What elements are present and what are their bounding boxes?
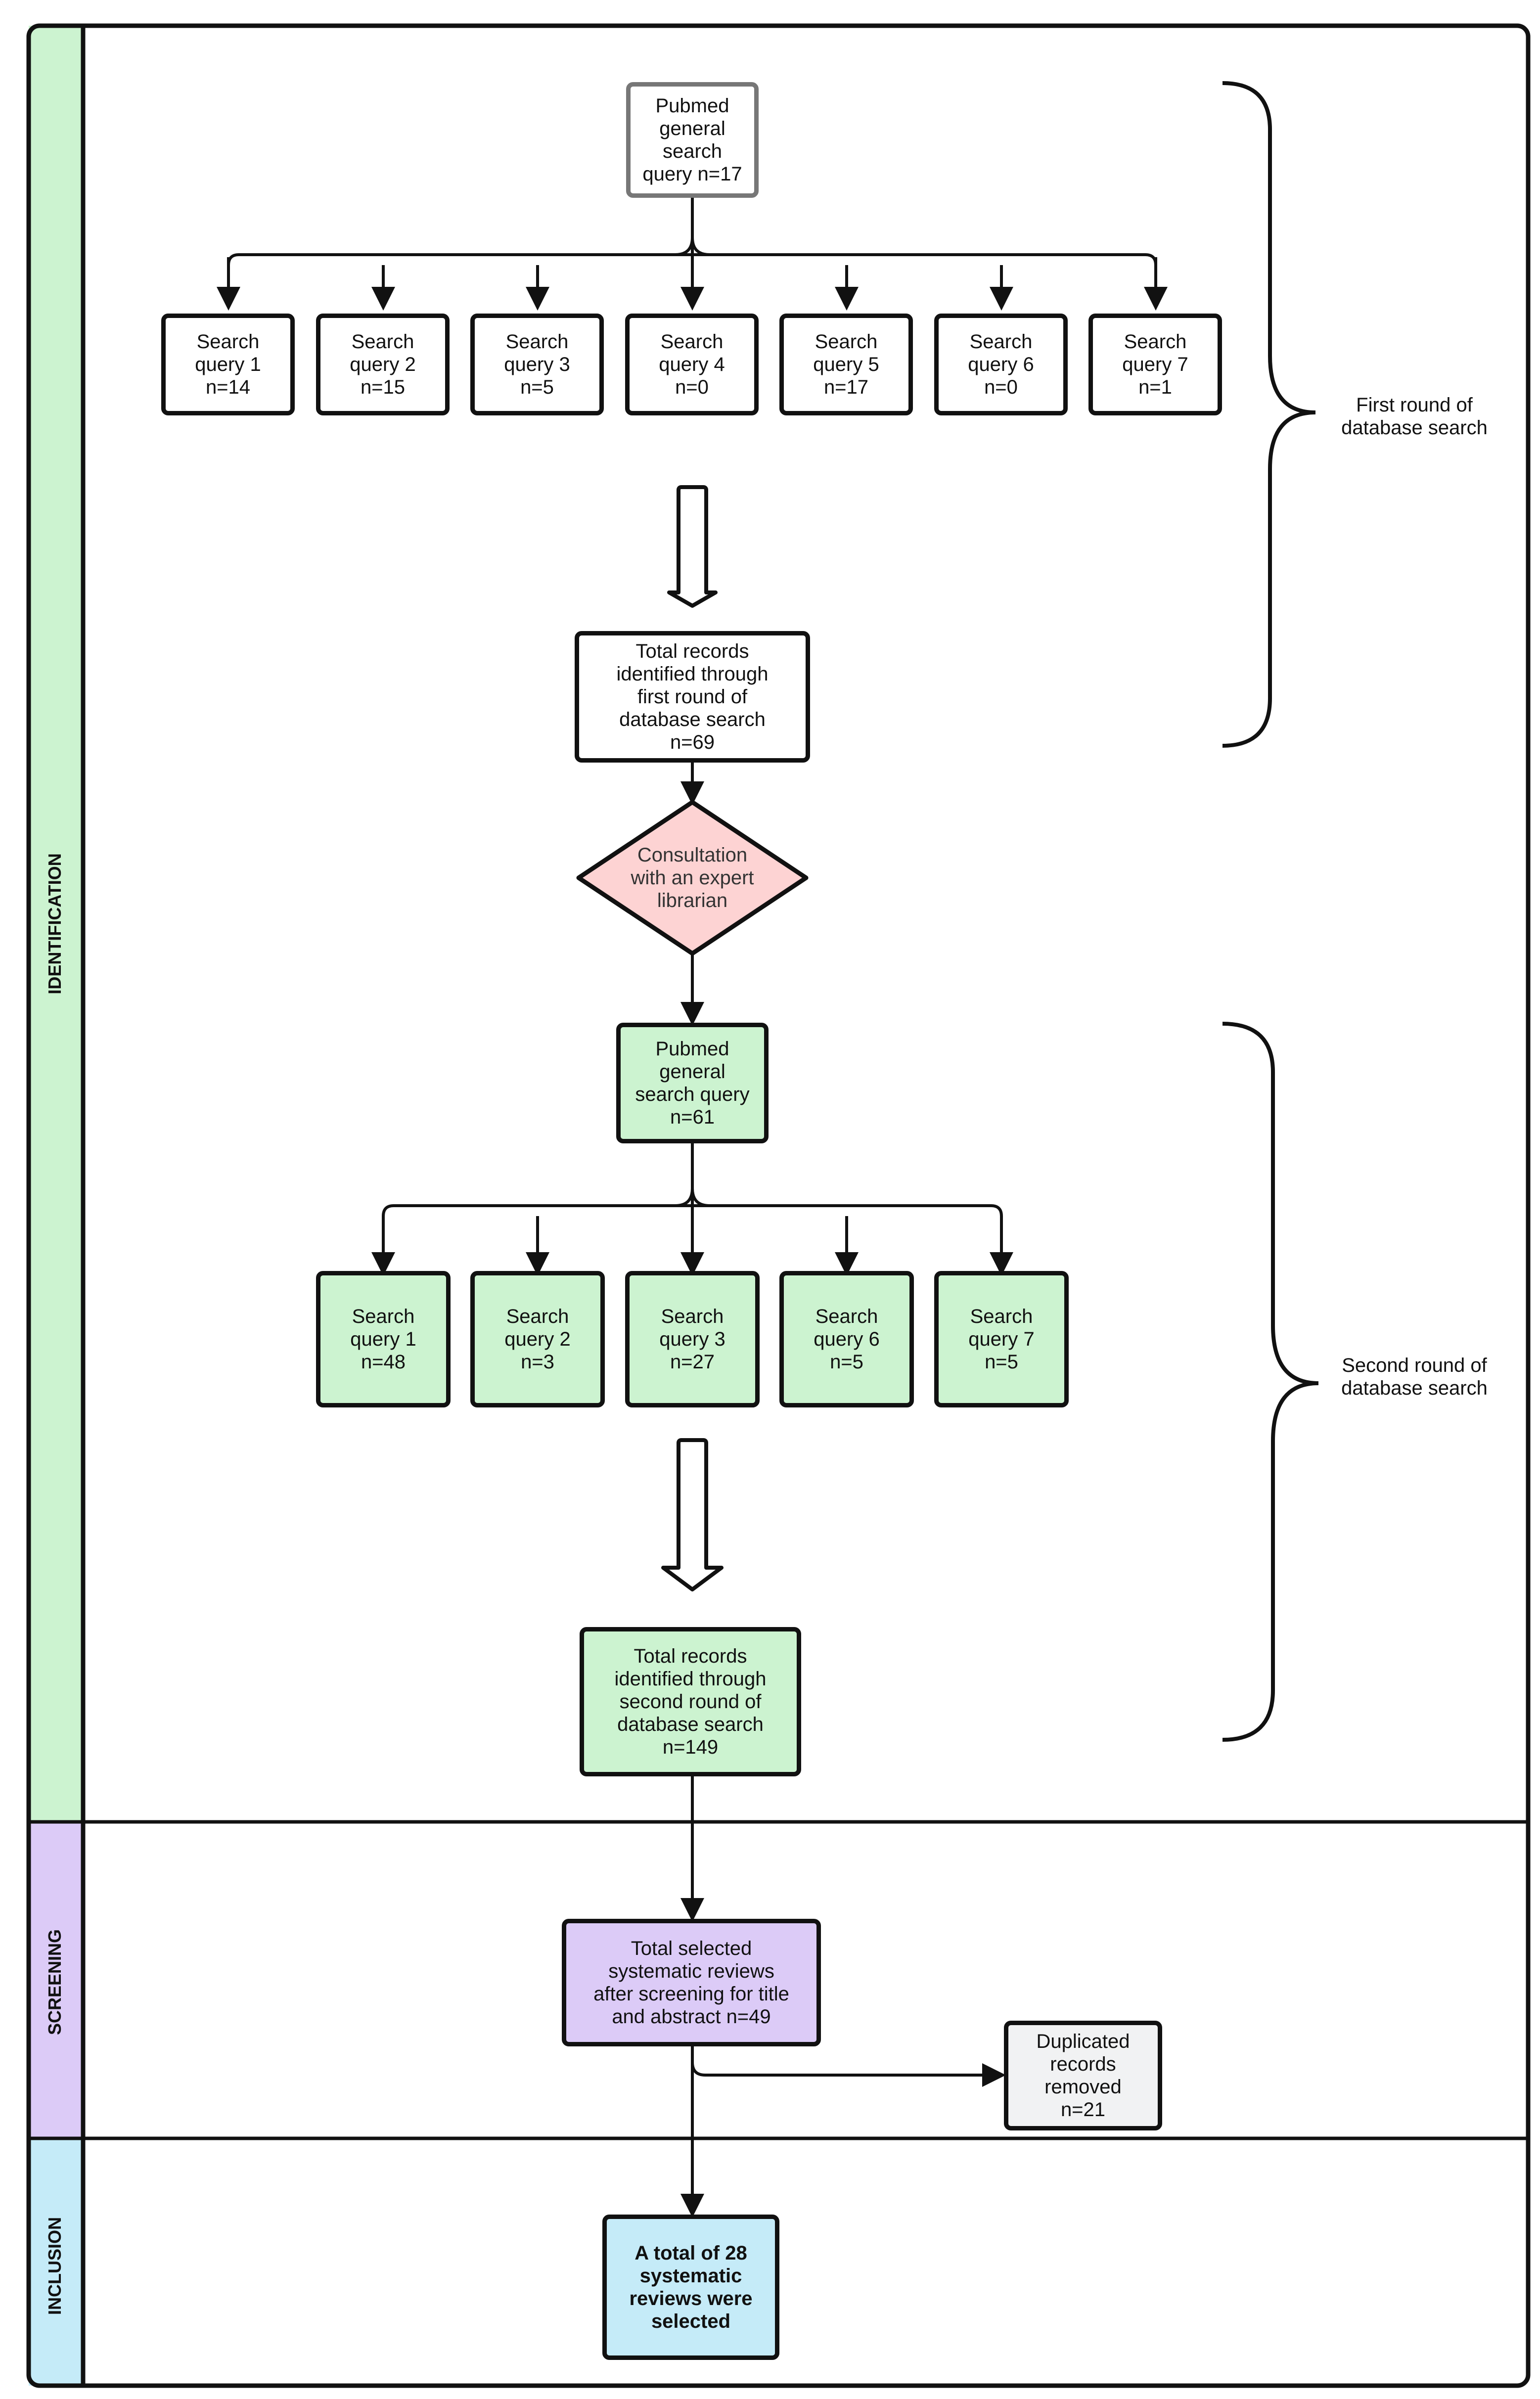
connector-r1-junction [675,237,710,256]
round2-search-query-1: Search query 1 n=48 [316,1271,451,1407]
screening-selected-reviews: Total selected systematic reviews after … [562,1919,821,2046]
pubmed-general-query-round1: Pubmed general search query n=17 [626,82,759,198]
pubmed-general-query-round2: Pubmed general search query n=61 [616,1023,769,1143]
round1-search-query-4: Search query 4 n=0 [625,314,759,415]
round2-search-query-6: Search query 6 n=5 [779,1271,914,1407]
total-records-round2: Total records identified through second … [580,1627,801,1776]
duplicated-records-removed: Duplicated records removed n=21 [1004,2021,1162,2130]
connector-r2-junction [675,1188,710,1207]
connector-r2-drops [371,1206,1013,1276]
consultation-diamond-shape [576,800,809,956]
round1-search-query-5: Search query 5 n=17 [779,314,913,415]
round1-search-query-3: Search query 3 n=5 [470,314,604,415]
round1-search-query-1: Search query 1 n=14 [161,314,295,415]
lane-label-screening: SCREENING [45,1929,65,2036]
consultation-librarian: Consultation with an expert librarian [631,844,754,911]
round2-search-query-3: Search query 3 n=27 [625,1271,760,1407]
lane-screening-bg [29,1822,83,2138]
round1-search-query-6: Search query 6 n=0 [934,314,1068,415]
round1-search-query-2: Search query 2 n=15 [316,314,450,415]
connector-r1-drops [217,255,1168,311]
final-included-reviews: A total of 28 systematic reviews were se… [602,2215,779,2360]
hollow-arrow-2 [661,1438,724,1591]
brace-first-round [1222,81,1316,748]
total-records-round1: Total records identified through first r… [575,631,810,763]
round2-search-query-7: Search query 7 n=5 [934,1271,1069,1407]
hollow-arrow-1 [667,485,718,608]
lane-label-identification: IDENTIFICATION [45,853,65,995]
lane-label-inclusion: INCLUSION [45,2217,65,2315]
second-round-label: Second round of database search [1341,1355,1488,1399]
lane-inclusion-bg [29,2138,83,2386]
first-round-label: First round of database search [1341,394,1488,439]
connector-screening-duplicates [691,2062,1006,2087]
round2-search-query-2: Search query 2 n=3 [470,1271,605,1407]
round1-search-query-7: Search query 7 n=1 [1088,314,1222,415]
outer-border [26,23,1531,2388]
brace-second-round [1222,1022,1319,1742]
lane-identification-bg [29,26,83,1822]
